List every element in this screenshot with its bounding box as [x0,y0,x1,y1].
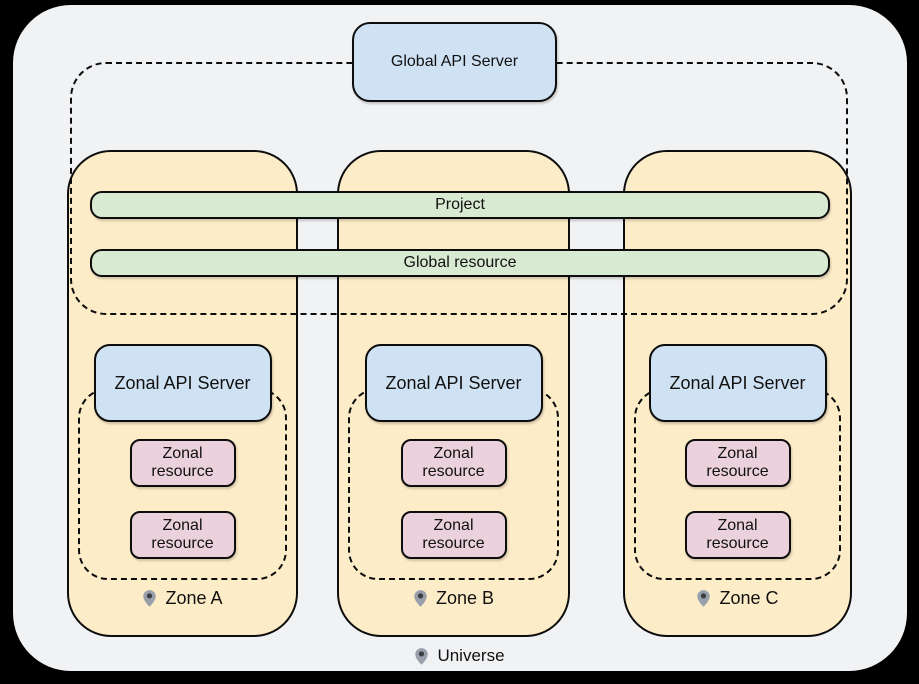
zone-a-zonal-resource-1: Zonal resource [129,439,236,487]
global-resource-bar: Global resource [90,249,830,277]
zone-a-zonal-resource-2: Zonal resource [129,511,236,559]
zone-c-zonal-api-server: Zonal API Server [648,344,827,422]
zone-a-label: Zone A [165,587,223,608]
zone-b-zonal-api-server: Zonal API Server [364,344,543,422]
zone-b-zonal-resource-1: Zonal resource [400,439,507,487]
zone-c-label: Zone C [719,587,779,608]
location-pin-icon [415,647,429,665]
zone-c-zonal-resource-1: Zonal resource [684,439,791,487]
location-pin-icon [414,589,427,607]
zone-c-container: Zonal API Server Zonal resource Zonal re… [623,150,852,637]
zone-c-zonal-resource-2: Zonal resource [684,511,791,559]
zone-b-label-row: Zone B [339,585,568,611]
zone-c-label-row: Zone C [625,585,850,611]
global-api-server: Global API Server [352,22,557,102]
zone-a-container: Zonal API Server Zonal resource Zonal re… [67,150,298,637]
zone-a-label-row: Zone A [69,585,296,611]
zone-b-zonal-resource-2: Zonal resource [400,511,507,559]
location-pin-icon [143,589,157,607]
location-pin-icon [697,589,711,607]
universe-label-row: Universe [0,643,919,669]
zone-b-label: Zone B [435,587,495,608]
zone-a-zonal-api-server: Zonal API Server [93,344,272,422]
project-bar: Project [90,191,830,219]
universe-label: Universe [437,646,505,665]
zone-b-container: Zonal API Server Zonal resource Zonal re… [337,150,570,637]
